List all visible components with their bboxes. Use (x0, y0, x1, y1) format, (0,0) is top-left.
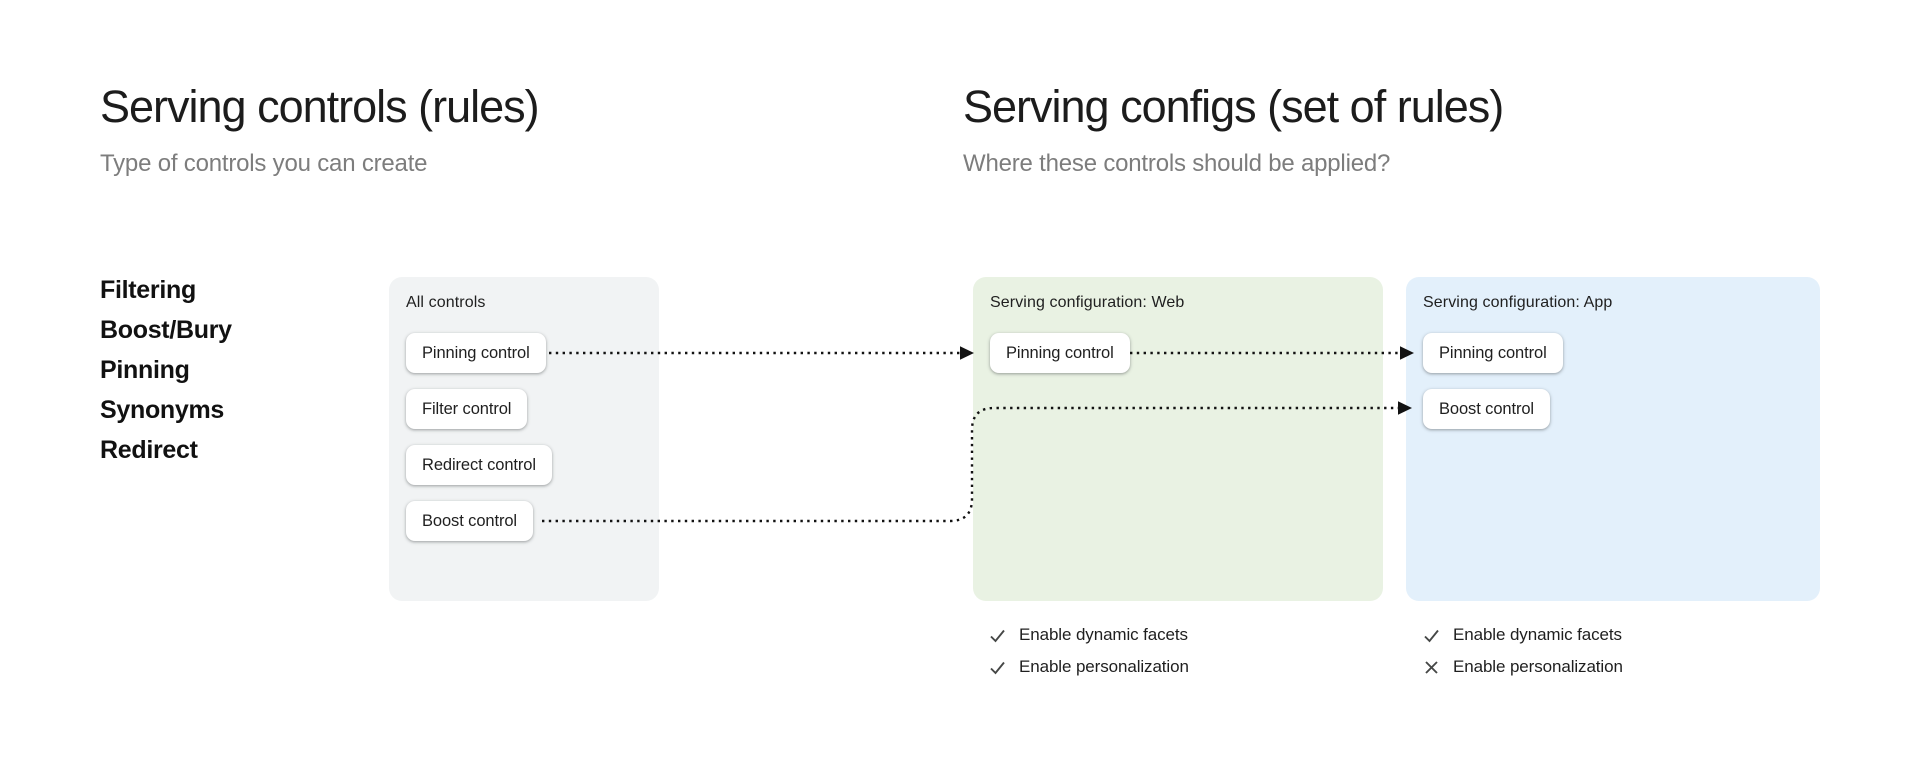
redirect-control-pill: Redirect control (406, 445, 552, 485)
app-config-card: Serving configuration: App Pinning contr… (1406, 277, 1820, 601)
app-config-features: Enable dynamic facets Enable personaliza… (1422, 619, 1623, 683)
feature-label: Enable dynamic facets (1019, 625, 1188, 644)
web-config-features: Enable dynamic facets Enable personaliza… (988, 619, 1189, 683)
control-type-boost-bury: Boost/Bury (100, 316, 232, 344)
page-subtitle: Type of controls you can create (100, 150, 428, 177)
pinning-control-pill: Pinning control (1423, 333, 1563, 373)
page-subtitle: Where these controls should be applied? (963, 150, 1391, 177)
serving-controls-header: Serving controls (rules) Type of control… (100, 80, 540, 178)
control-type-filtering: Filtering (100, 276, 196, 304)
feature-label: Enable personalization (1453, 657, 1623, 676)
page-title: Serving configs (set of rules) (963, 81, 1504, 132)
web-config-card-label: Serving configuration: Web (990, 294, 1185, 311)
feature-row: Enable dynamic facets (1422, 619, 1623, 651)
boost-control-pill: Boost control (406, 501, 534, 541)
app-config-card-label: Serving configuration: App (1423, 294, 1613, 311)
control-type-redirect: Redirect (100, 436, 198, 464)
feature-row: Enable dynamic facets (988, 619, 1189, 651)
boost-control-pill: Boost control (1423, 389, 1551, 429)
web-config-card: Serving configuration: Web Pinning contr… (973, 277, 1383, 601)
serving-configs-header: Serving configs (set of rules) Where the… (963, 80, 1504, 178)
control-type-pinning: Pinning (100, 356, 190, 384)
feature-label: Enable personalization (1019, 657, 1189, 676)
pinning-control-pill: Pinning control (990, 333, 1130, 373)
check-icon (1422, 626, 1441, 645)
page-title: Serving controls (rules) (100, 81, 540, 132)
filter-control-pill: Filter control (406, 389, 528, 429)
pinning-control-pill: Pinning control (406, 333, 546, 373)
all-controls-card-label: All controls (406, 294, 486, 311)
check-icon (988, 658, 1007, 677)
check-icon (988, 626, 1007, 645)
control-types-list: Filtering Boost/Bury Pinning Synonyms Re… (100, 270, 232, 470)
feature-row: Enable personalization (1422, 651, 1623, 683)
control-type-synonyms: Synonyms (100, 396, 225, 424)
feature-label: Enable dynamic facets (1453, 625, 1622, 644)
x-icon (1422, 658, 1441, 677)
feature-row: Enable personalization (988, 651, 1189, 683)
all-controls-card: All controls Pinning control Filter cont… (389, 277, 659, 601)
